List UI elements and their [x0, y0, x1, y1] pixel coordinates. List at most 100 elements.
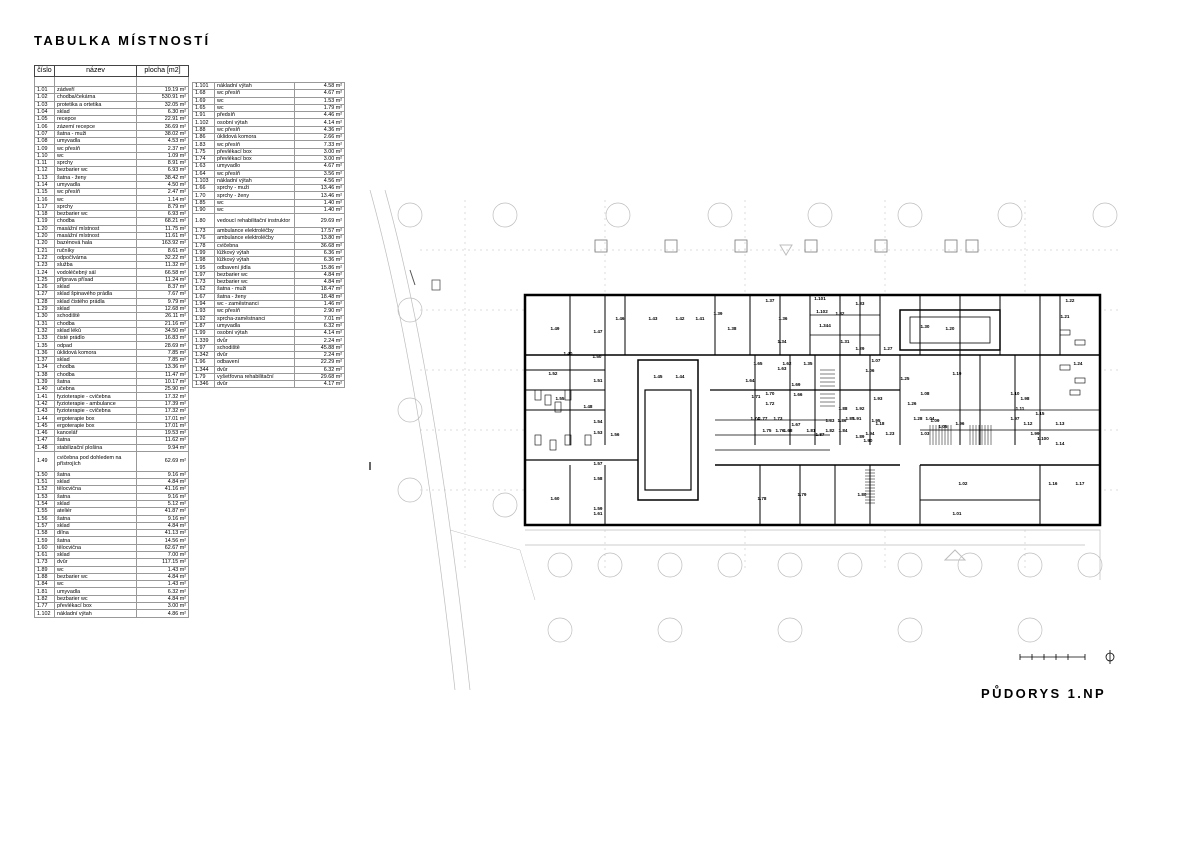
room-label: 1.94	[866, 431, 875, 436]
room-label: 1.64	[746, 378, 755, 383]
room-number: 1.10	[34, 151, 55, 160]
site-circle	[657, 617, 683, 643]
room-area: 1.40 m²	[294, 206, 345, 215]
room-number: 1.74	[192, 154, 215, 164]
room-area: 2.24 m²	[294, 336, 345, 345]
room-number: 1.26	[34, 282, 55, 292]
room-number: 1.67	[192, 292, 215, 301]
room-label: 1.81	[807, 428, 816, 433]
room-area: 530.91 m²	[136, 93, 189, 102]
room-name: osobní výtah	[214, 329, 295, 338]
room-area: 3.00 m²	[294, 154, 345, 164]
plan-line	[409, 269, 416, 286]
room-label: 1.22	[1066, 298, 1075, 303]
room-area: 62.69 m²	[136, 450, 189, 472]
room-area: 12.68 m²	[136, 304, 189, 314]
room-number: 1.85	[192, 198, 215, 208]
room-name: šatna - ženy	[214, 292, 295, 301]
room-number: 1.73	[192, 226, 215, 236]
room-number: 1.49	[34, 450, 55, 472]
room-label: 1.02	[959, 481, 968, 486]
room-number: 1.13	[34, 173, 55, 182]
room-area: 11.75 m²	[136, 224, 189, 233]
room-number: 1.35	[34, 341, 55, 350]
room-number: 1.94	[192, 299, 215, 309]
room-area: 4.53 m²	[136, 137, 189, 146]
room-name: sklad	[54, 499, 137, 509]
room-area: 4.14 m²	[294, 329, 345, 338]
site-circle	[492, 202, 518, 228]
room-number: 1.24	[34, 268, 55, 277]
room-label: 1.09	[931, 418, 940, 423]
room-number: 1.02	[34, 93, 55, 102]
room-number: 1.57	[34, 521, 55, 531]
room-label: 1.11	[1016, 406, 1025, 411]
room-area: 6.93 m²	[136, 210, 189, 219]
room-area: 4.84 m²	[136, 572, 189, 582]
room-name: předsíň	[214, 111, 295, 120]
room-label: 1.26	[908, 401, 917, 406]
room-number: 1.76	[192, 234, 215, 243]
room-label: 1.52	[549, 371, 558, 376]
room-label: 1.40	[564, 351, 573, 356]
room-number: 1.20	[34, 224, 55, 233]
room-label: 1.20	[946, 326, 955, 331]
room-name: zázemí recepce	[54, 122, 137, 131]
room-area: 36.69 m²	[136, 122, 189, 131]
room-area: 1.09 m²	[136, 151, 189, 160]
room-name: sprchy - muži	[214, 184, 295, 193]
site-path	[525, 529, 1101, 580]
room-label: 1.56	[611, 432, 620, 437]
room-number: 1.98	[192, 256, 215, 265]
room-number: 1.27	[34, 290, 55, 299]
room-number: 1.61	[34, 550, 55, 560]
site-circle	[397, 297, 423, 323]
room-area: 13.46 m²	[294, 191, 345, 200]
room-name: bezbarier wc	[214, 270, 295, 280]
room-label: 1.46	[616, 316, 625, 321]
room-name: vyšetřovna rehabilitační	[214, 372, 295, 382]
room-name: wc	[214, 206, 295, 215]
room-label: 1.04	[926, 416, 935, 421]
room-number: 1.101	[192, 81, 215, 91]
room-area: 7.67 m²	[136, 290, 189, 299]
room-area: 3.00 m²	[294, 147, 345, 156]
room-number: 1.79	[192, 372, 215, 382]
site-circle	[837, 552, 863, 578]
room-area: 4.67 m²	[294, 89, 345, 98]
room-name: fyzioterapie - cvičebna	[54, 392, 137, 401]
room-label: 1.27	[884, 346, 893, 351]
room-name: chodba/čekárna	[54, 93, 137, 102]
room-number: 1.03	[34, 100, 55, 109]
room-label: 1.92	[856, 406, 865, 411]
column	[944, 239, 958, 253]
room-label: 1.10	[1011, 391, 1020, 396]
site-path	[449, 529, 536, 601]
room-number: 1.45	[34, 421, 55, 430]
site-circle	[777, 617, 803, 643]
furniture	[549, 439, 557, 451]
room-number: 1.96	[192, 358, 215, 367]
room-name: cvičebna pod dohledem na přístrojích	[54, 450, 137, 472]
room-area: 1.40 m²	[294, 198, 345, 208]
